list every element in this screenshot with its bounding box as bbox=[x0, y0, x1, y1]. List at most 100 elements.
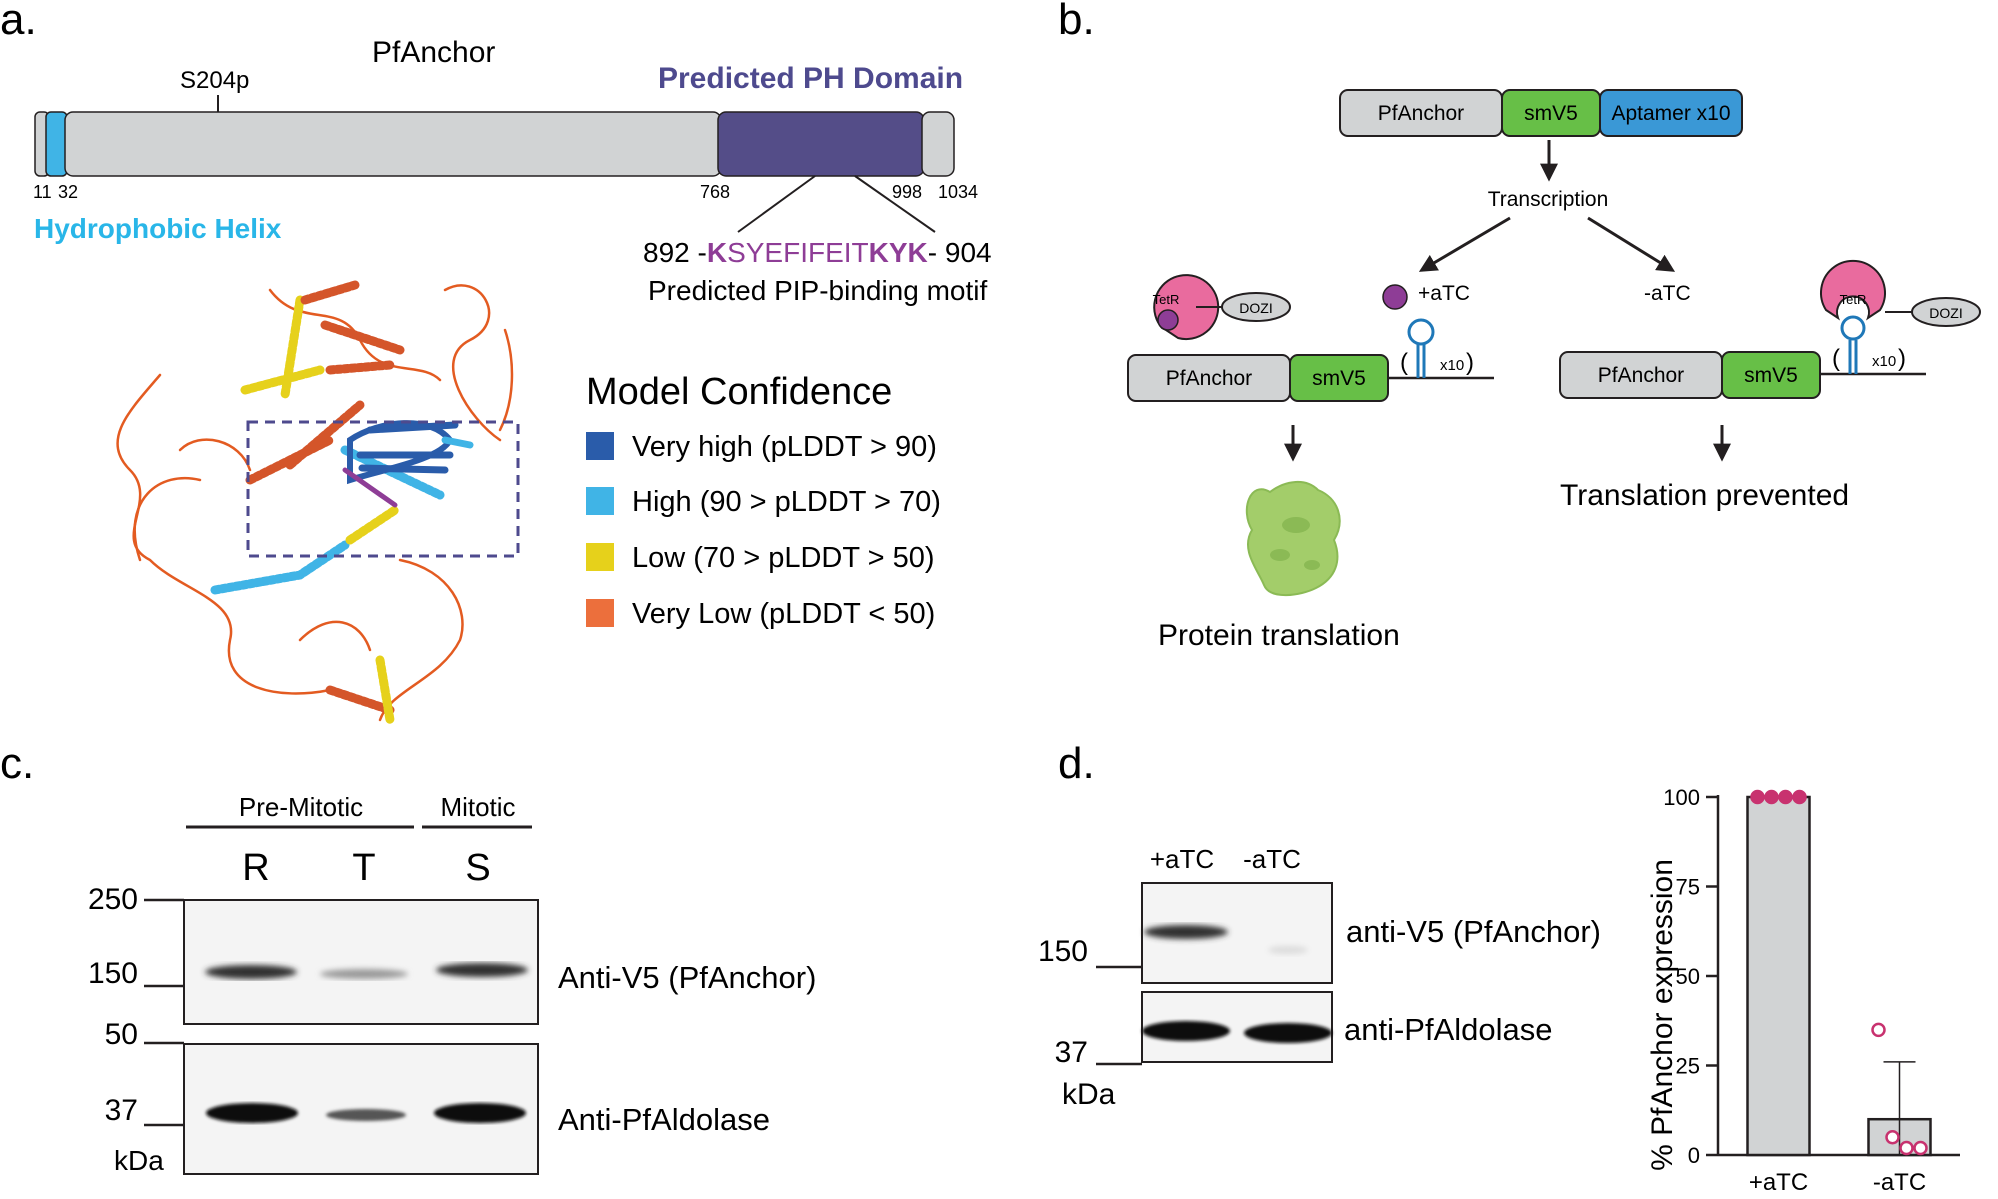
band-aldolase-t bbox=[326, 1109, 406, 1121]
dozi-label-left: DOZI bbox=[1239, 300, 1272, 316]
motif-start: 892 - bbox=[643, 237, 707, 268]
dozi-right bbox=[1911, 297, 1981, 327]
phospho-site-label: S204p bbox=[180, 67, 249, 94]
left-pfanchor-label: PfAnchor bbox=[1166, 367, 1252, 390]
band-aldolase-plus-atc bbox=[1142, 1021, 1230, 1041]
protein-body-segment bbox=[64, 111, 722, 177]
panel-d-blot: +aTC -aTC 150 37 kDa anti-V5 (PfAnchor) … bbox=[1038, 844, 1601, 1111]
motif-k2: KYK bbox=[869, 237, 928, 268]
data-point-1-1 bbox=[1885, 1130, 1900, 1145]
construct-aptamer-label: Aptamer x10 bbox=[1611, 102, 1730, 125]
legend-label-very-low: Very Low (pLDDT < 50) bbox=[632, 598, 935, 630]
marker-37-d: 37 bbox=[1055, 1036, 1088, 1069]
right-pfanchor-label: PfAnchor bbox=[1598, 364, 1684, 387]
data-point-0-2 bbox=[1778, 789, 1793, 805]
panel-a: PfAnchor S204p Predicted PH Domain 11 32… bbox=[33, 36, 992, 725]
lane-label-t: T bbox=[352, 847, 375, 889]
left-x10: x10 bbox=[1440, 357, 1464, 374]
data-point-0-3 bbox=[1792, 789, 1807, 805]
data-point-0-1 bbox=[1764, 789, 1779, 805]
data-point-1-2 bbox=[1899, 1140, 1914, 1156]
right-x10: x10 bbox=[1872, 353, 1896, 370]
panel-label-c: c. bbox=[0, 739, 34, 788]
lane-label-plus-atc: +aTC bbox=[1150, 844, 1214, 874]
panel-label-d: d. bbox=[1058, 739, 1095, 788]
alphafold-structure bbox=[116, 280, 514, 725]
hydrophobic-helix-segment bbox=[45, 111, 68, 177]
motif-callout-left bbox=[737, 175, 816, 233]
left-smv5-label: smV5 bbox=[1312, 367, 1366, 390]
y-tick-label-25: 25 bbox=[1676, 1054, 1700, 1079]
y-tick-label-100: 100 bbox=[1663, 785, 1700, 810]
tetr-label-right: TetR bbox=[1840, 292, 1867, 307]
domain-label: Predicted PH Domain bbox=[658, 62, 963, 95]
tetr-bound-atc: TetR DOZI bbox=[1153, 274, 1291, 341]
band-aldolase-s bbox=[434, 1103, 526, 1123]
y-tick-label-50: 50 bbox=[1676, 964, 1700, 989]
position-1034: 1034 bbox=[938, 182, 978, 202]
ph-domain-segment bbox=[717, 111, 925, 177]
band-v5-minus-atc bbox=[1268, 946, 1308, 954]
plus-atc-label: +aTC bbox=[1418, 282, 1470, 305]
marker-50: 50 bbox=[105, 1018, 138, 1051]
data-point-0-0 bbox=[1750, 789, 1765, 805]
blot-label-v5-d: anti-V5 (PfAnchor) bbox=[1346, 914, 1601, 949]
marker-37: 37 bbox=[105, 1094, 138, 1127]
bar-0 bbox=[1746, 795, 1811, 1157]
motif-callout-right bbox=[854, 175, 936, 233]
marker-250: 250 bbox=[88, 883, 138, 916]
confidence-legend: Very high (pLDDT > 90) High (90 > pLDDT … bbox=[586, 431, 941, 630]
band-v5-s bbox=[436, 963, 528, 977]
y-tick-label-0: 0 bbox=[1688, 1143, 1700, 1168]
group-label-mitotic: Mitotic bbox=[440, 792, 515, 822]
blot-label-v5-c: Anti-V5 (PfAnchor) bbox=[558, 960, 816, 995]
pip-motif-sequence: 892 -KSYEFIFEITKYK- 904 bbox=[643, 237, 992, 268]
panel-b: PfAnchor smV5 Aptamer x10 Transcription … bbox=[1127, 89, 1981, 652]
pip-motif-caption: Predicted PIP-binding motif bbox=[648, 275, 988, 306]
legend-label-high: High (90 > pLDDT > 70) bbox=[632, 486, 941, 518]
dozi-label-right: DOZI bbox=[1929, 305, 1962, 321]
legend-label-very-high: Very high (pLDDT > 90) bbox=[632, 431, 937, 463]
construct-smv5-label: smV5 bbox=[1524, 102, 1578, 125]
position-998: 998 bbox=[892, 182, 922, 202]
tetr-label-left: TetR bbox=[1153, 292, 1180, 307]
v5-bands bbox=[205, 963, 528, 979]
dozi-left bbox=[1221, 292, 1291, 322]
left-aptamer-hairpin bbox=[1407, 318, 1435, 378]
construct-aptamer-box bbox=[1599, 89, 1743, 137]
protein-blob-icon bbox=[1245, 481, 1341, 597]
legend-label-low: Low (70 > pLDDT > 50) bbox=[632, 542, 935, 574]
panel-c: Pre-Mitotic Mitotic R T S 250 150 50 37 … bbox=[88, 792, 817, 1176]
kda-label-d: kDa bbox=[1062, 1078, 1116, 1111]
x-tick-label-0: +aTC bbox=[1749, 1169, 1808, 1196]
blot-v5-premitotic-mitotic bbox=[183, 899, 539, 1025]
protein-cterm-segment bbox=[921, 111, 955, 177]
x-tick-label-1: -aTC bbox=[1873, 1169, 1926, 1196]
transcription-label: Transcription bbox=[1488, 188, 1609, 211]
data-point-1-0 bbox=[1871, 1022, 1886, 1038]
left-outcome-label: Protein translation bbox=[1158, 619, 1400, 652]
motif-end: - 904 bbox=[928, 237, 992, 268]
hydrophobic-helix-label: Hydrophobic Helix bbox=[34, 213, 282, 244]
motif-mid: SYEFIFEIT bbox=[727, 237, 869, 268]
marker-150-d: 150 bbox=[1038, 935, 1088, 968]
marker-150: 150 bbox=[88, 957, 138, 990]
band-v5-t bbox=[320, 969, 408, 979]
right-paren-close: ) bbox=[1898, 345, 1906, 372]
arrow-plus-atc bbox=[1418, 216, 1511, 272]
legend-swatch-very-low bbox=[586, 599, 614, 627]
band-v5-plus-atc bbox=[1144, 925, 1228, 939]
left-paren-open: ( bbox=[1400, 349, 1408, 376]
legend-title: Model Confidence bbox=[586, 371, 892, 413]
aldolase-bands bbox=[206, 1103, 526, 1123]
band-aldolase-minus-atc bbox=[1244, 1023, 1332, 1043]
y-tick-label-75: 75 bbox=[1676, 875, 1700, 900]
aldolase-atc-bands bbox=[1142, 1021, 1332, 1043]
protein-name: PfAnchor bbox=[372, 36, 495, 69]
motif-k1: K bbox=[707, 237, 727, 268]
lane-label-r: R bbox=[242, 847, 269, 889]
group-label-premitotic: Pre-Mitotic bbox=[239, 792, 363, 822]
position-768: 768 bbox=[700, 182, 730, 202]
legend-swatch-high bbox=[586, 487, 614, 515]
lane-label-s: S bbox=[465, 847, 490, 889]
